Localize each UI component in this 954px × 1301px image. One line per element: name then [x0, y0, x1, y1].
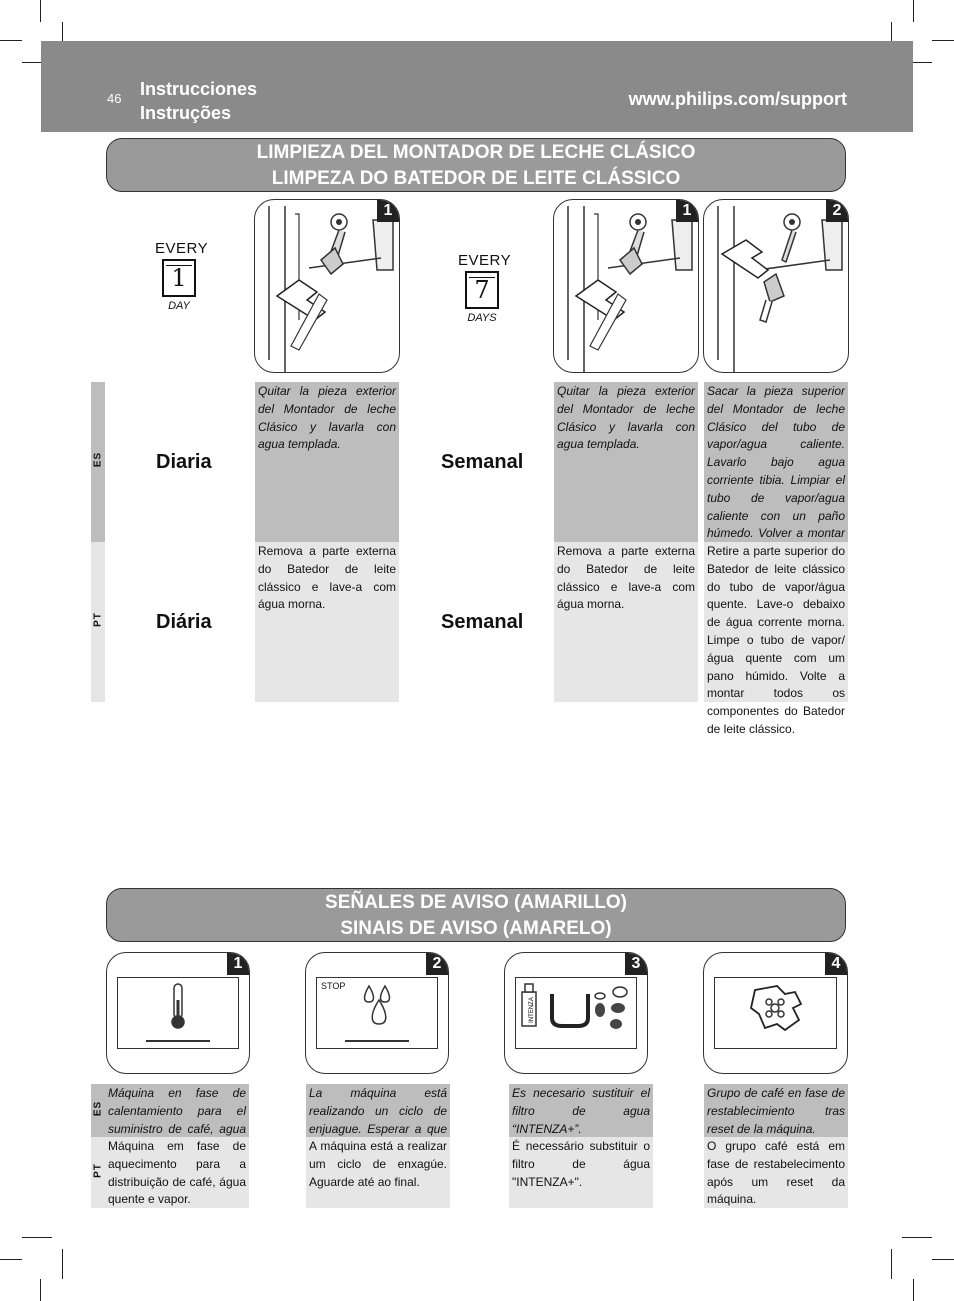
- warning-3-pt: É necessário substituir o filtro de água…: [509, 1137, 653, 1208]
- frequency-daily-pt: Diária: [156, 611, 212, 633]
- warning-panel-2: 2 STOP: [305, 952, 449, 1074]
- crop-mark: [22, 1237, 52, 1238]
- calendar-every: EVERY: [458, 252, 512, 269]
- step-number: 4: [825, 953, 847, 975]
- crop-mark: [40, 1279, 41, 1301]
- instruction-weekly-step1-pt: Remova a parte externa do Batedor de lei…: [554, 542, 698, 702]
- warning-3-es: Es necesario sustituir el filtro de agua…: [509, 1084, 653, 1137]
- display-screen: STOP: [316, 977, 438, 1049]
- lang-band-pt: [91, 1137, 105, 1208]
- progress-line: [146, 1040, 210, 1042]
- frequency-weekly-es: Semanal: [441, 451, 524, 473]
- stop-label: STOP: [321, 981, 346, 991]
- step-number: 1: [227, 953, 249, 975]
- crop-mark: [0, 40, 22, 41]
- thermometer-icon: [171, 983, 185, 1029]
- warning-2-es: La máquina está realizando un ciclo de e…: [306, 1084, 450, 1153]
- display-screen: INTENZA: [515, 977, 637, 1049]
- lang-label-es: ES: [92, 1100, 104, 1117]
- header-title: Instrucciones Instruções: [140, 77, 257, 125]
- milk-frother-illustration: [268, 206, 394, 372]
- warning-1-es: Máquina en fase de calentamiento para el…: [105, 1084, 249, 1153]
- instruction-daily-pt: Remova a parte externa do Batedor de lei…: [255, 542, 399, 702]
- water-drops-icon: [363, 984, 391, 1025]
- water-filter-icon: INTENZA: [521, 983, 628, 1029]
- section-title-es: LIMPIEZA DEL MONTADOR DE LECHE CLÁSICO: [256, 142, 696, 163]
- crop-mark: [932, 40, 954, 41]
- page-header: 46 Instrucciones Instruções www.philips.…: [41, 41, 913, 132]
- step-number: 1: [377, 200, 399, 222]
- warning-4-es: Grupo de café en fase de restablecimient…: [704, 1084, 848, 1137]
- crop-mark: [932, 1259, 954, 1260]
- instruction-daily-es: Quitar la pieza exterior del Montador de…: [255, 382, 399, 542]
- crop-mark: [902, 1237, 932, 1238]
- warning-panel-3: 3 INTENZA: [504, 952, 648, 1074]
- frequency-daily-es: Diaria: [156, 451, 212, 473]
- frequency-weekly-pt: Semanal: [441, 611, 524, 633]
- illustration-remove-upper-part: 2: [703, 199, 849, 373]
- lang-band-es: [91, 382, 105, 542]
- section-title-pt: SINAIS DE AVISO (AMARELO): [340, 918, 612, 939]
- lang-label-pt: PT: [92, 1163, 104, 1178]
- display-screen: [714, 977, 837, 1049]
- calendar-icon-daily: EVERY 1 DAY: [155, 240, 209, 312]
- warning-4-pt: O grupo café está em fase de restabeleci…: [704, 1137, 848, 1208]
- section-title-pt: LIMPEZA DO BATEDOR DE LEITE CLÁSSICO: [271, 168, 681, 189]
- instruction-weekly-step2-es: Sacar la pieza superior del Montador de …: [704, 382, 848, 594]
- calendar-every: EVERY: [155, 240, 209, 257]
- instruction-weekly-step1-es: Quitar la pieza exterior del Montador de…: [554, 382, 698, 542]
- brew-group-icon: [749, 985, 803, 1032]
- crop-mark: [62, 1249, 63, 1279]
- header-title-es: Instrucciones: [140, 79, 258, 99]
- illustration-remove-outer-part-weekly: 1: [553, 199, 699, 373]
- header-title-pt: Instruções: [140, 103, 232, 123]
- illustration-remove-outer-part: 1: [254, 199, 400, 373]
- crop-mark: [913, 1279, 914, 1301]
- crop-mark: [62, 22, 63, 52]
- calendar-unit: DAY: [168, 300, 190, 312]
- step-number: 3: [625, 953, 647, 975]
- milk-frother-illustration: [567, 206, 693, 372]
- crop-mark: [891, 22, 892, 52]
- lang-label-pt: PT: [92, 612, 104, 627]
- step-number: 2: [826, 200, 848, 222]
- section-title-milk-frother: LIMPIEZA DEL MONTADOR DE LECHE CLÁSICO L…: [106, 138, 846, 192]
- section-title-es: SEÑALES DE AVISO (AMARILLO): [325, 892, 627, 913]
- instruction-weekly-step2-pt: Retire a parte superior do Batedor de le…: [704, 542, 848, 736]
- page-number: 46: [107, 91, 122, 106]
- lang-label-es: ES: [92, 451, 104, 468]
- calendar-unit: DAYS: [467, 312, 497, 324]
- crop-mark: [902, 62, 932, 63]
- warning-panel-4: 4: [703, 952, 848, 1074]
- crop-mark: [913, 0, 914, 22]
- steam-wand-illustration: [717, 206, 843, 372]
- warning-panel-1: 1: [106, 952, 250, 1074]
- calendar-icon-weekly: EVERY 7 DAYS: [458, 252, 512, 324]
- warning-1-pt: Máquina em fase de aquecimento para a di…: [105, 1137, 249, 1208]
- crop-mark: [40, 0, 41, 22]
- section-title-warning-signals: SEÑALES DE AVISO (AMARILLO) SINAIS DE AV…: [106, 888, 846, 942]
- filter-label: INTENZA: [529, 997, 535, 1023]
- calendar-number: 1: [162, 259, 196, 297]
- step-number: 2: [426, 953, 448, 975]
- crop-mark: [22, 62, 52, 63]
- calendar-number: 7: [465, 271, 499, 309]
- support-url: www.philips.com/support: [628, 89, 847, 109]
- progress-line: [345, 1040, 409, 1042]
- step-number: 1: [676, 200, 698, 222]
- lang-band-pt: [91, 542, 105, 702]
- lang-band-es: [91, 1084, 105, 1137]
- warning-2-pt: A máquina está a realizar um ciclo de en…: [306, 1137, 450, 1208]
- display-screen: [117, 977, 239, 1049]
- crop-mark: [891, 1249, 892, 1279]
- crop-mark: [0, 1259, 22, 1260]
